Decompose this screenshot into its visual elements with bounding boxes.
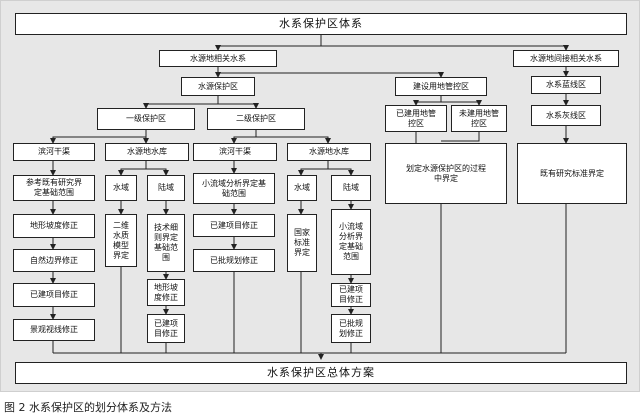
land-area-2-box: 陆域 [331,175,371,201]
gray-line-box: 水系灰线区 [531,105,601,126]
slope-fix-2-box: 地形坡度修正 [147,279,185,306]
ref-existing-box: 参考既有研究界定基础范围 [13,175,95,201]
natural-fix-box: 自然边界修正 [13,249,95,272]
overall-plan-box: 水系保护区总体方案 [15,362,627,384]
model-2d-box: 二维水质模型界定 [105,214,137,267]
landscape-fix-box: 景观视线修正 [13,319,95,341]
small-basin-2-box: 小流域分析界定基础范围 [331,209,371,275]
built-fix-1-box: 已建项目修正 [13,283,95,307]
construction-control-box: 建设用地管控区 [395,77,487,96]
l1-river-box: 滨河干渠 [13,143,95,161]
water-area-1-box: 水域 [105,175,137,201]
control-explain-box: 划定水源保护区的过程中界定 [385,143,507,204]
level2-box: 二级保护区 [207,108,305,130]
tech-detail-box: 技术细则界定基础范围 [147,214,185,272]
water-area-2-box: 水域 [287,175,317,201]
land-area-1-box: 陆域 [147,175,185,201]
level1-box: 一级保护区 [97,108,195,130]
figure-caption: 图 2 水系保护区的划分体系及方法 [4,401,172,414]
l2-reservoir-box: 水源地水库 [287,143,371,161]
approved-fix-1-box: 已批规划修正 [193,249,275,272]
blue-line-box: 水系蓝线区 [531,76,601,94]
small-basin-box: 小流域分析界定基础范围 [193,173,275,204]
approved-fix-2-box: 已批规划修正 [331,314,371,343]
connector-lines [50,35,569,360]
diagram-canvas: 水系保护区体系 水源地相关水系 水源地间接相关水系 水源保护区 建设用地管控区 … [0,0,640,392]
slope-fix-box: 地形坡度修正 [13,214,95,238]
unbuilt-land-box: 未建用地管控区 [451,105,507,132]
built-fix-2-box: 已建项目修正 [147,314,185,343]
built-land-box: 已建用地管控区 [385,105,447,132]
national-std-box: 国家标准界定 [287,214,317,272]
built-fix-4-box: 已建项目修正 [331,283,371,307]
diagram-title: 水系保护区体系 [15,13,627,35]
built-fix-3-box: 已建项目修正 [193,214,275,237]
source-indirect-box: 水源地间接相关水系 [513,50,619,67]
l2-river-box: 滨河干渠 [193,143,277,161]
protection-zone-box: 水源保护区 [181,77,255,96]
gray-explain-box: 既有研究标准界定 [517,143,627,204]
source-direct-box: 水源地相关水系 [159,50,277,67]
l1-reservoir-box: 水源地水库 [105,143,189,161]
